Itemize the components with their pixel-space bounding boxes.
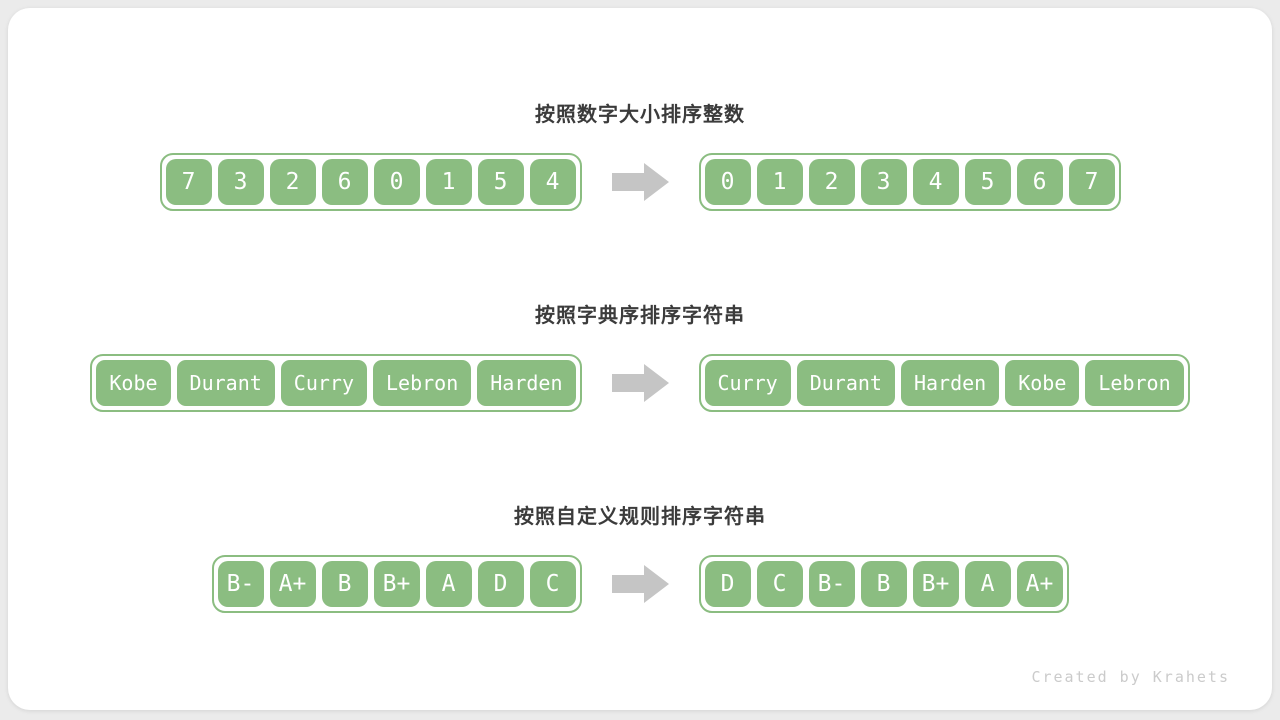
array-cell: A (964, 561, 1011, 607)
array-cell: D (704, 561, 751, 607)
array-cell: D (477, 561, 524, 607)
array-cell: Durant (796, 360, 895, 406)
array-cell: 1 (425, 159, 472, 205)
array-cell: Lebron (373, 360, 472, 406)
right-arrow-icon (611, 364, 669, 402)
array-cell: B (860, 561, 907, 607)
array-cell: 2 (269, 159, 316, 205)
array-cell: 7 (1068, 159, 1115, 205)
array-cell: 4 (912, 159, 959, 205)
section-title: 按照字典序排序字符串 (535, 305, 745, 327)
right-arrow-icon (611, 163, 669, 201)
array-cell: A (425, 561, 472, 607)
array-cell: 6 (1016, 159, 1063, 205)
array-cell: A+ (1016, 561, 1063, 607)
section-title: 按照自定义规则排序字符串 (514, 506, 766, 528)
array-cell: Kobe (1005, 360, 1080, 406)
array-cell: 4 (529, 159, 576, 205)
credit-text: Created by Krahets (1031, 668, 1230, 686)
array-cell: A+ (269, 561, 316, 607)
section-title: 按照数字大小排序整数 (535, 104, 745, 126)
array-cell: Curry (280, 360, 367, 406)
array-cell: 2 (808, 159, 855, 205)
array-cell: C (529, 561, 576, 607)
array-cell: 5 (964, 159, 1011, 205)
array-cell: Kobe (96, 360, 171, 406)
array-cell: B- (808, 561, 855, 607)
array-cell: Harden (900, 360, 1000, 406)
array-cell: C (756, 561, 803, 607)
array-cell: 3 (217, 159, 264, 205)
right-arrow-icon (611, 565, 669, 603)
array-cell: 0 (373, 159, 420, 205)
array-cell: Curry (704, 360, 791, 406)
array-cell: 5 (477, 159, 524, 205)
array-cell: B+ (912, 561, 959, 607)
array-cell: B (321, 561, 368, 607)
array-cell: 3 (860, 159, 907, 205)
array-cell: 6 (321, 159, 368, 205)
array-cell: Harden (477, 360, 576, 406)
array-cell: Lebron (1085, 360, 1184, 406)
array-cell: Durant (176, 360, 275, 406)
array-cell: 1 (756, 159, 803, 205)
array-cell: 7 (165, 159, 212, 205)
array-cell: B- (217, 561, 264, 607)
array-cell: 0 (704, 159, 751, 205)
array-cell: B+ (373, 561, 420, 607)
